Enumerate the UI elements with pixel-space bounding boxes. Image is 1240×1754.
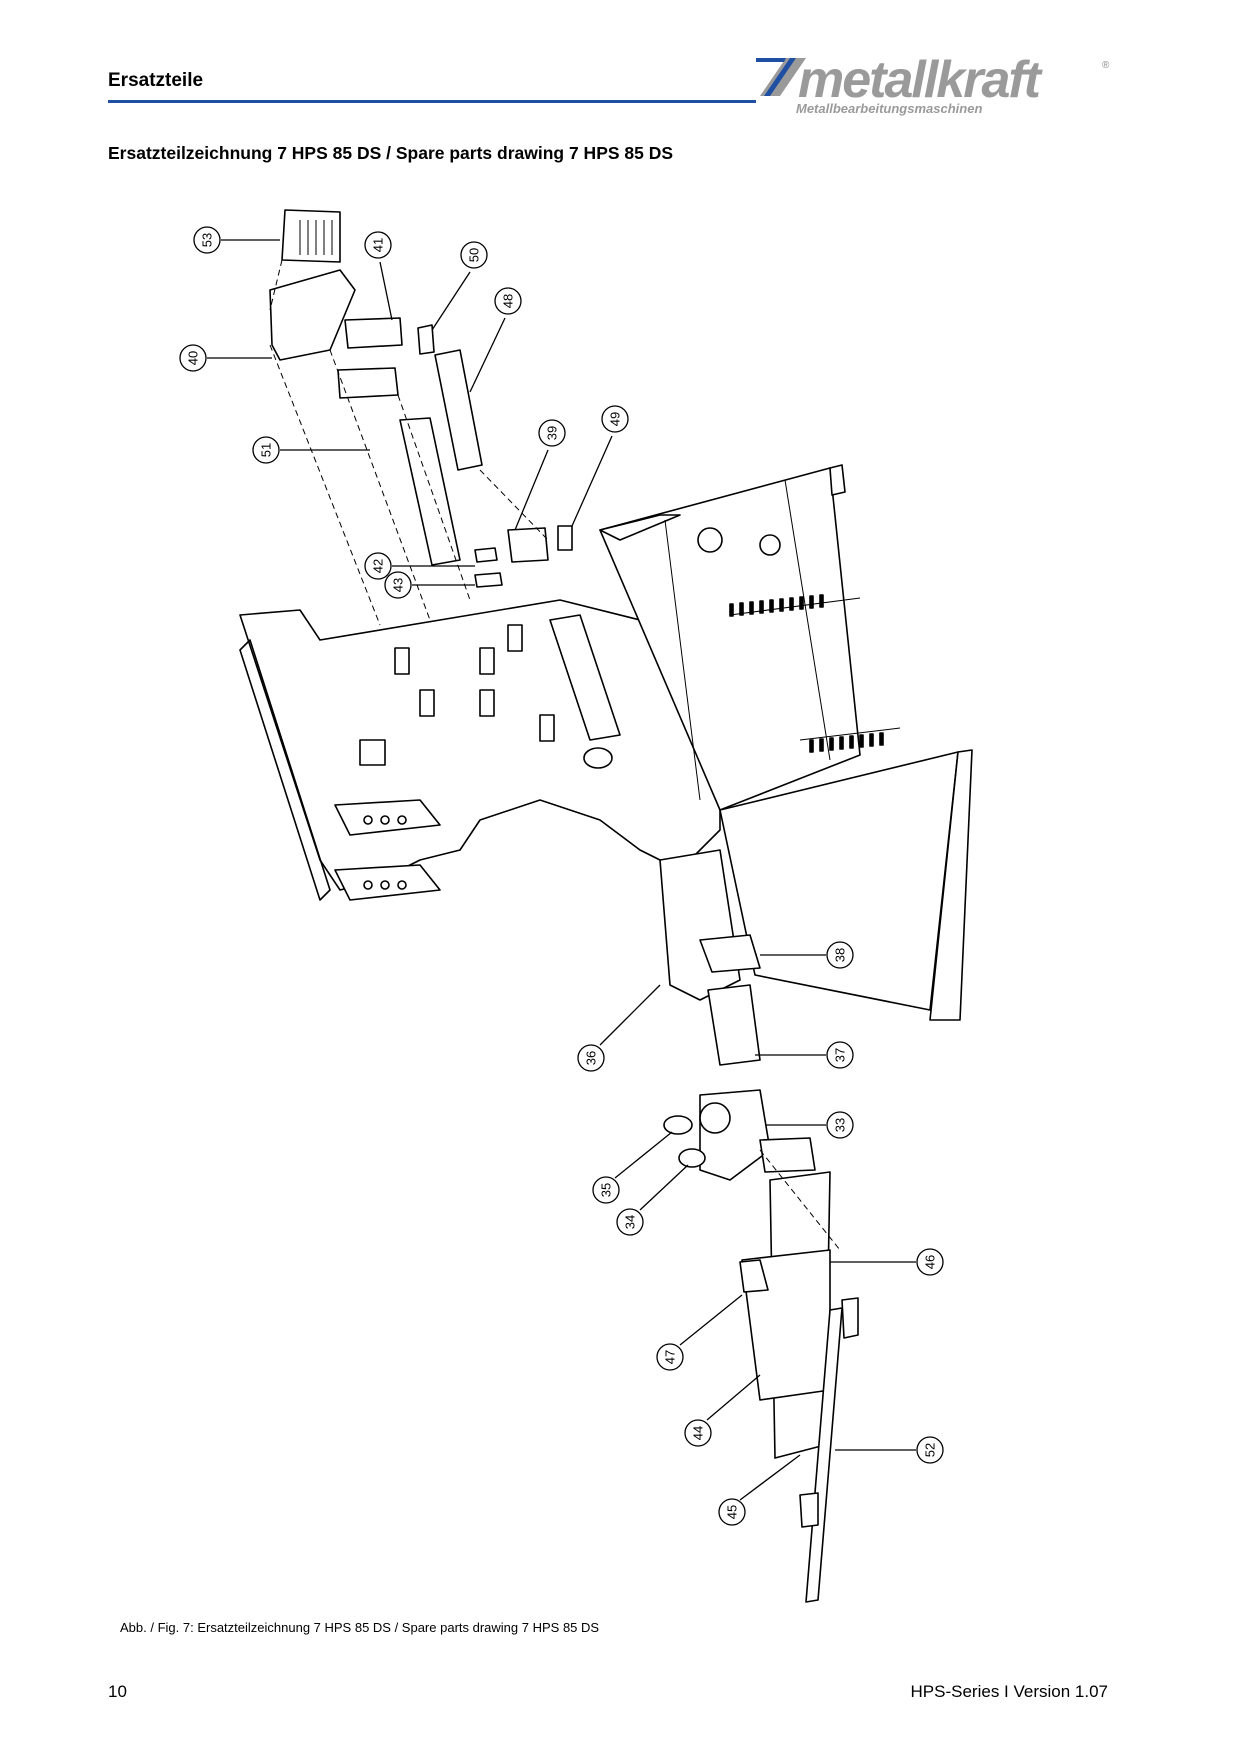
- logo-wordmark: metallkraft: [798, 51, 1041, 109]
- arm-link-part: [707, 984, 761, 1066]
- figure-caption: Abb. / Fig. 7: Ersatzteilzeichnung 7 HPS…: [120, 1620, 600, 1635]
- spare-parts-drawing: 53 41 50 48 40 51 39 49 42 43 38 36 37 3…: [179, 209, 973, 1603]
- guide-tab-part: [759, 1137, 816, 1173]
- version-label: HPS-Series I Version 1.07: [910, 1682, 1108, 1701]
- callout-label-46: 46: [923, 1255, 938, 1269]
- callout-50: [431, 241, 488, 331]
- callout-label-35: 35: [599, 1183, 614, 1197]
- housing-flange-part: [929, 749, 973, 1021]
- callout-label-52: 52: [923, 1443, 938, 1457]
- callout-label-44: 44: [691, 1426, 706, 1440]
- callout-label-49: 49: [608, 412, 623, 426]
- callout-41: [364, 231, 393, 321]
- guide-block-part: [549, 614, 621, 741]
- clamp-plate-part: [344, 317, 403, 349]
- metallkraft-logo: metallkraft ® Metallbearbeitungsmaschine…: [756, 51, 1116, 120]
- callout-48: [469, 287, 522, 393]
- callout-51: [252, 436, 370, 464]
- bushing-part: [678, 1148, 706, 1168]
- logo-subtitle: Metallbearbeitungsmaschinen: [796, 101, 983, 116]
- callout-40: [179, 344, 272, 372]
- callout-37: [755, 1041, 854, 1069]
- callout-label-48: 48: [501, 294, 516, 308]
- callout-label-40: 40: [186, 351, 201, 365]
- arm-part: [659, 849, 741, 1001]
- page-number: 10: [108, 1682, 127, 1701]
- name-plate-part: [281, 209, 341, 263]
- callout-53: [193, 226, 280, 254]
- control-box-part: [599, 464, 901, 811]
- callout-label-37: 37: [833, 1048, 848, 1062]
- callout-label-42: 42: [371, 559, 386, 573]
- bracket-part: [269, 269, 356, 361]
- slide-rail-part: [337, 367, 399, 399]
- callout-label-51: 51: [259, 443, 274, 457]
- disk-part: [663, 1115, 693, 1135]
- callout-35: [592, 1131, 673, 1204]
- drawing-title: Ersatzteilzeichnung 7 HPS 85 DS / Spare …: [108, 143, 674, 163]
- callout-36: [577, 984, 661, 1072]
- clamp-block-part: [507, 527, 549, 563]
- callout-label-50: 50: [467, 248, 482, 262]
- cylinder-part: [394, 624, 555, 742]
- callout-label-47: 47: [663, 1350, 678, 1364]
- callout-46: [830, 1248, 944, 1276]
- callout-52: [835, 1436, 944, 1464]
- callout-label-33: 33: [833, 1118, 848, 1132]
- callout-label-53: 53: [200, 233, 215, 247]
- callout-49: [571, 405, 629, 527]
- callout-34: [616, 1164, 689, 1236]
- logo-registered-mark: ®: [1102, 60, 1110, 71]
- section-title: Ersatzteile: [108, 70, 204, 91]
- callout-label-36: 36: [584, 1051, 599, 1065]
- callout-label-38: 38: [833, 948, 848, 962]
- small-block-part: [417, 324, 435, 355]
- callout-label-43: 43: [391, 578, 406, 592]
- callout-label-39: 39: [545, 426, 560, 440]
- header-rule: [108, 100, 756, 103]
- callout-42: [364, 552, 475, 580]
- base-plate-part: [239, 599, 721, 901]
- housing-part: [719, 751, 959, 1011]
- callout-38: [760, 941, 854, 969]
- callout-45: [718, 1454, 801, 1526]
- arm-bracket-part: [699, 934, 761, 973]
- screw-part: [474, 547, 498, 563]
- logo-slash-icon: [756, 58, 806, 96]
- callout-43: [384, 571, 475, 599]
- callout-44: [684, 1374, 761, 1447]
- callout-47: [656, 1294, 743, 1371]
- callout-39: [514, 419, 566, 531]
- nut-part: [474, 572, 503, 588]
- callout-label-34: 34: [623, 1215, 638, 1229]
- callout-label-41: 41: [371, 238, 386, 252]
- slide-bar-part: [399, 417, 461, 566]
- pin-part: [557, 525, 573, 551]
- carriage-stop-part: [739, 1259, 769, 1293]
- callout-33: [765, 1111, 854, 1139]
- callout-label-45: 45: [725, 1505, 740, 1519]
- rail-end-part: [841, 1297, 859, 1339]
- rail-end-part: [799, 1492, 819, 1528]
- guide-rail-part: [434, 349, 483, 471]
